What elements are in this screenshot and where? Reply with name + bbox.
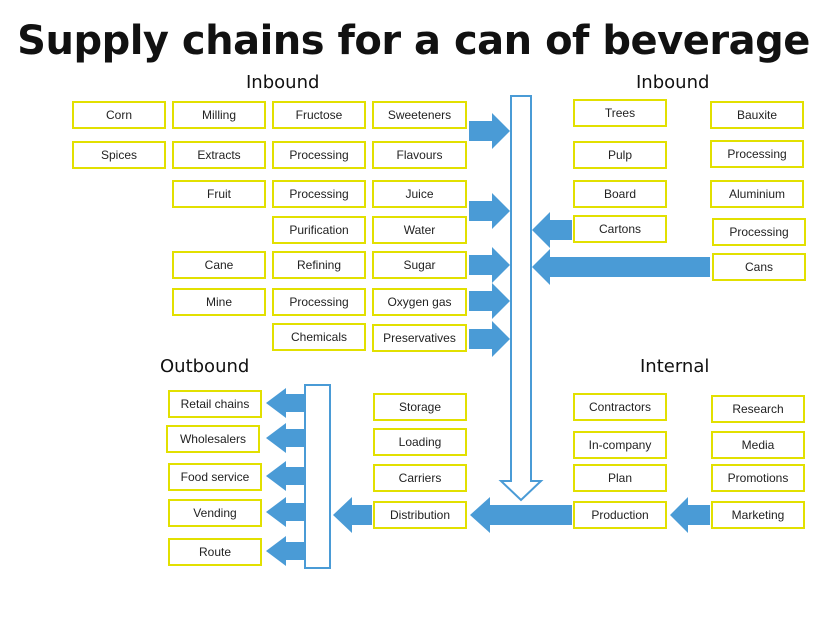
box-processing-aluminium: Processing	[710, 140, 804, 168]
box-aluminium: Aluminium	[710, 180, 804, 208]
box-fructose: Fructose	[272, 101, 366, 129]
box-loading: Loading	[373, 428, 467, 456]
arrow-retail-chains	[266, 388, 305, 418]
arrow-oxygen-gas	[469, 283, 510, 319]
box-retail-chains: Retail chains	[168, 390, 262, 418]
arrow-vending	[266, 497, 305, 527]
box-promotions: Promotions	[711, 464, 805, 492]
box-research: Research	[711, 395, 805, 423]
arrow-marketing-production	[670, 497, 710, 533]
box-route: Route	[168, 538, 262, 566]
box-in-company: In-company	[573, 431, 667, 459]
box-processing-oxygen: Processing	[272, 288, 366, 316]
box-milling: Milling	[172, 101, 266, 129]
box-pulp: Pulp	[573, 141, 667, 169]
arrow-preservatives	[469, 321, 510, 357]
box-board: Board	[573, 180, 667, 208]
heading-outbound: Outbound	[160, 356, 250, 377]
box-juice: Juice	[372, 180, 467, 208]
box-refining: Refining	[272, 251, 366, 279]
central-vertical-arrow	[498, 95, 544, 502]
arrow-juice	[469, 193, 510, 229]
box-contractors: Contractors	[573, 393, 667, 421]
box-chemicals: Chemicals	[272, 323, 366, 351]
box-purification: Purification	[272, 216, 366, 244]
diagram-title: Supply chains for a can of beverage	[17, 18, 810, 64]
arrow-cartons	[532, 212, 572, 248]
box-sweeteners: Sweeteners	[372, 101, 467, 129]
box-processing-juice: Processing	[272, 180, 366, 208]
box-cartons: Cartons	[573, 215, 667, 243]
box-fruit: Fruit	[172, 180, 266, 208]
box-spices: Spices	[72, 141, 166, 169]
arrow-food-service	[266, 461, 305, 491]
box-sugar: Sugar	[372, 251, 467, 279]
box-vending: Vending	[168, 499, 262, 527]
arrow-cans	[532, 249, 710, 285]
heading-inbound-left: Inbound	[246, 72, 320, 93]
arrow-production-distribution	[470, 497, 572, 533]
box-marketing: Marketing	[711, 501, 805, 529]
box-wholesalers: Wholesalers	[166, 425, 260, 453]
box-preservatives: Preservatives	[372, 324, 467, 352]
box-bauxite: Bauxite	[710, 101, 804, 129]
box-media: Media	[711, 431, 805, 459]
box-carriers: Carriers	[373, 464, 467, 492]
box-corn: Corn	[72, 101, 166, 129]
box-production: Production	[573, 501, 667, 529]
heading-inbound-right: Inbound	[636, 72, 710, 93]
box-water: Water	[372, 216, 467, 244]
box-processing-flavours: Processing	[272, 141, 366, 169]
arrow-sugar	[469, 247, 510, 283]
outbound-vertical-bar	[304, 384, 331, 569]
box-mine: Mine	[172, 288, 266, 316]
box-food-service: Food service	[168, 463, 262, 491]
arrow-wholesalers	[266, 423, 305, 453]
box-oxygen-gas: Oxygen gas	[372, 288, 467, 316]
heading-internal: Internal	[640, 356, 710, 377]
box-plan: Plan	[573, 464, 667, 492]
box-distribution: Distribution	[373, 501, 467, 529]
box-flavours: Flavours	[372, 141, 467, 169]
box-extracts: Extracts	[172, 141, 266, 169]
arrow-distribution-outbound	[333, 497, 372, 533]
box-cans: Cans	[712, 253, 806, 281]
arrow-sweeteners	[469, 113, 510, 149]
box-trees: Trees	[573, 99, 667, 127]
box-processing-cans: Processing	[712, 218, 806, 246]
arrow-route	[266, 536, 305, 566]
box-storage: Storage	[373, 393, 467, 421]
box-cane: Cane	[172, 251, 266, 279]
